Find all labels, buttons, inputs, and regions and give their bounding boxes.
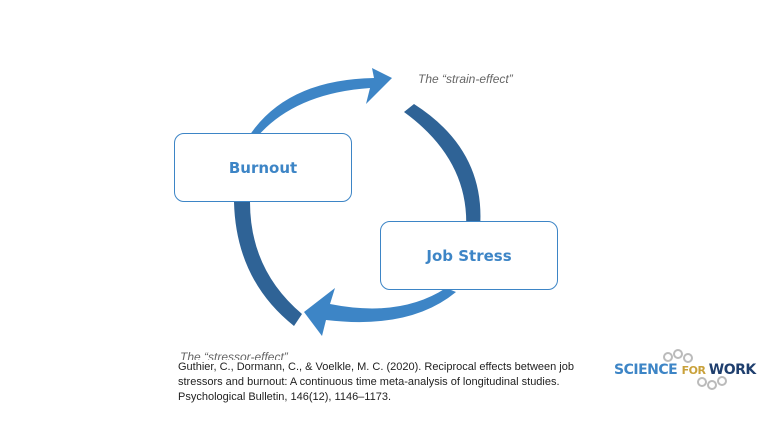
citation-line: Guthier, C., Dormann, C., & Voelkle, M. … [178,361,574,373]
science-for-work-logo: SCIENCE FOR WORK [614,362,756,378]
logo-text: OR [688,364,709,377]
strain-effect-label: The “strain-effect” [418,72,513,86]
logo-text: C [658,362,669,378]
logo-text: W [708,362,724,378]
node-label: Job Stress [426,246,512,265]
logo-text: RK [735,362,756,378]
logo-text: SCIEN [614,362,659,378]
node-burnout: Burnout [174,133,352,202]
logo-text: E [668,362,682,378]
node-label: Burnout [228,158,298,177]
node-job-stress: Job Stress [380,221,558,290]
arrow-left-dark [234,202,302,326]
citation-line: Psychological Bulletin, 146(12), 1146–11… [178,391,392,403]
citation-line: stressors and burnout: A continuous time… [178,376,560,388]
citation: Guthier, C., Dormann, C., & Voelkle, M. … [178,360,598,405]
arrow-right-dark [404,104,481,230]
arrow-stress-to-burnout-lower [304,288,456,336]
arrow-burnout-to-stress-upper [232,68,392,172]
logo-text: F [681,364,690,377]
logo-text: O [723,362,736,378]
